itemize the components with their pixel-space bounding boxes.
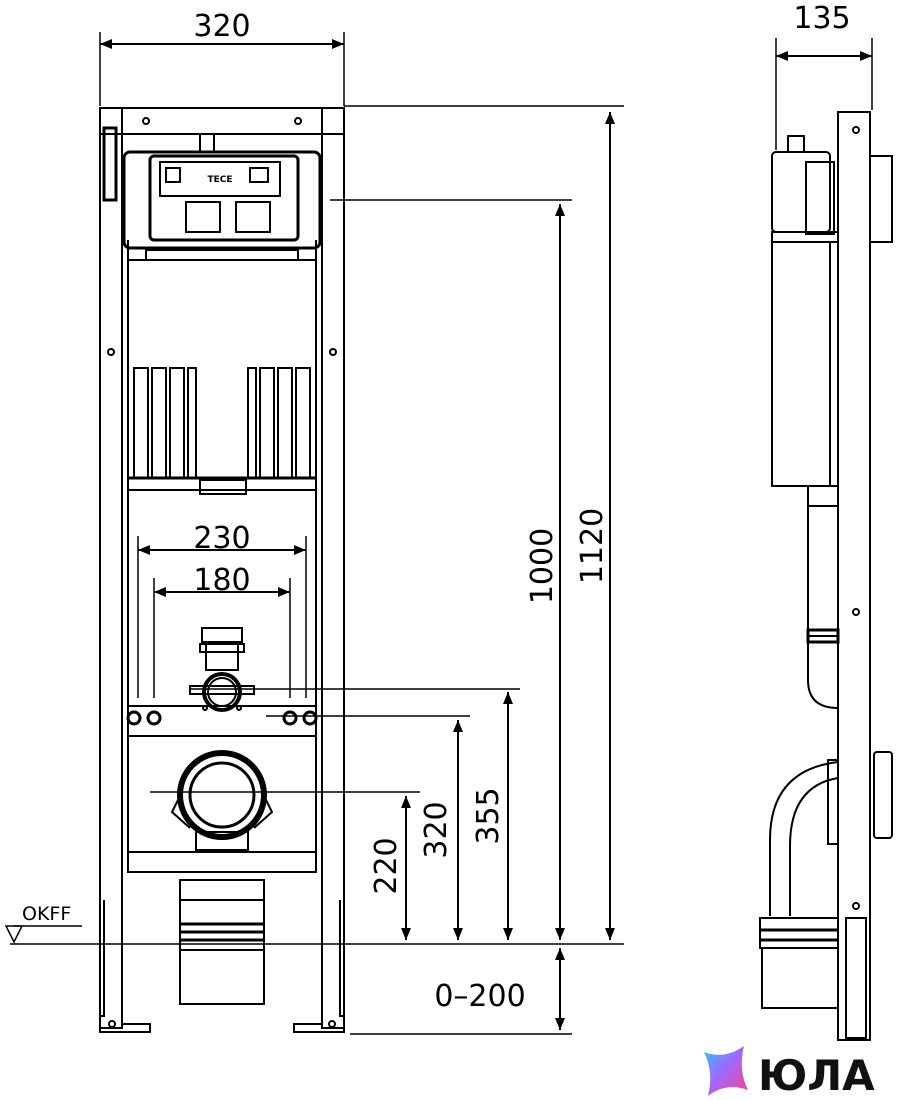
front-view — [99, 107, 345, 1033]
dim-height-220: 220 — [369, 837, 404, 894]
watermark-logo: ЮЛА — [704, 1046, 875, 1100]
brand-plate: TECE — [207, 175, 232, 185]
dim-total-height: 1120 — [575, 508, 610, 584]
dim-frame-depth: 135 — [793, 1, 850, 36]
dim-height-1000: 1000 — [525, 528, 560, 604]
floor-label: OKFF — [22, 903, 71, 925]
dim-frame-width: 320 — [193, 9, 250, 44]
watermark-logo-icon — [704, 1046, 748, 1096]
watermark-text: ЮЛА — [758, 1051, 875, 1100]
extension-lines — [10, 32, 873, 1035]
dim-pipe-spacing-outer: 230 — [193, 521, 250, 556]
dim-leg-adjust: 0–200 — [434, 979, 525, 1014]
dim-height-355: 355 — [471, 787, 506, 844]
side-view — [759, 111, 893, 1041]
dim-height-320: 320 — [419, 801, 454, 858]
dimension-lines — [100, 39, 872, 1030]
floor-level-symbol — [4, 925, 24, 944]
dim-pipe-spacing-inner: 180 — [193, 563, 250, 598]
